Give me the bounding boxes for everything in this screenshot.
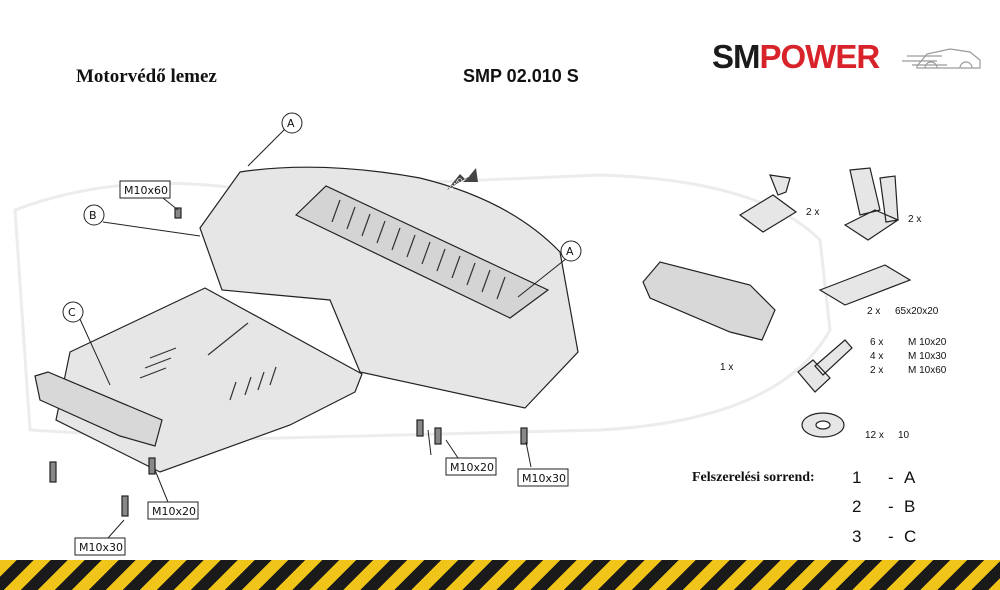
small-bracket [738,174,798,233]
qty-strip: 2 x [867,306,880,317]
qty-small-bracket: 2 x [806,207,819,218]
fwd-arrow-icon [447,168,478,190]
skid-plate-upper [199,166,579,409]
front-bar [34,371,163,447]
page-title: Motorvédő lemez [76,66,217,87]
bolt-row-2-qty: 4 x [870,351,883,362]
callout-a-top [281,112,303,134]
tall-bracket [843,167,900,241]
callout-c-label: C [68,306,76,319]
bolt-label-m10x20-left: M10x20 [152,505,196,518]
part-number: SMP 02.010 S [463,66,579,86]
callout-b-label: B [89,209,97,222]
callout-a-top-label: A [287,117,295,130]
bolt-label-m10x30-right: M10x30 [522,472,566,485]
assembly-order-label: Felszerelési sorrend: [692,470,815,485]
size-strip: 65x20x20 [895,306,939,317]
bracket-part [642,261,776,341]
bolt-label-m10x30-left: M10x30 [79,541,123,554]
bolt-row-3-size: M 10x60 [908,365,947,376]
callout-c [62,301,84,323]
callout-a-right-label: A [566,245,574,258]
lower-slots [139,322,277,401]
bolt-label-m10x60: M10x60 [124,184,168,197]
qty-tall-bracket: 2 x [908,214,921,225]
smpower-logo: SMPOWER [712,36,984,80]
warning-stripe-band [0,560,1000,590]
callout-b [83,204,105,226]
bolt-label-m10x20-center: M10x20 [450,461,494,474]
strip-part [818,264,912,306]
bolt-row-1-size: M 10x20 [908,337,947,348]
bolt-row-3-qty: 2 x [870,365,883,376]
assembly-drawing: A B C A M10x60 M10x20 M10x30 M10x20 M10x… [13,112,947,556]
qty-washer: 12 x [865,430,884,441]
assembly-order: Felszerelési sorrend: 1 - A 2 - B 3 - C [692,468,917,546]
skid-plate-lower [55,287,363,473]
callout-a-right [560,240,582,262]
size-washer: 10 [898,430,910,441]
qty-plate: 1 x [720,362,733,373]
bolt-row-2-size: M 10x30 [908,351,947,362]
vent-slots [331,199,506,300]
logo-wordmark: SMPOWER [712,38,880,75]
bolt-icon [797,339,853,393]
car-silhouette-icon [902,48,981,69]
bolt-stack-icons [49,207,528,517]
leader-lines [78,127,568,539]
bolt-row-1-qty: 6 x [870,337,883,348]
